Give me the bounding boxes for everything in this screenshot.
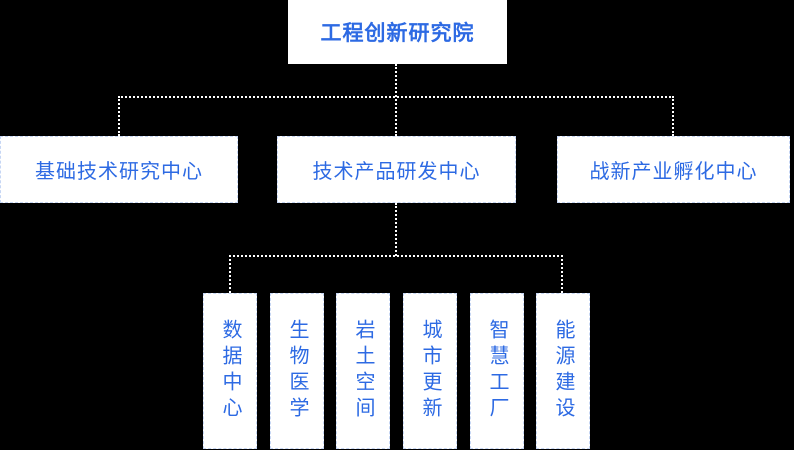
org-node-dept-label: 城市更新: [419, 319, 441, 423]
org-node-dept-data-center: 数据中心: [203, 293, 257, 449]
connector-departments-left-stub: [229, 255, 231, 293]
org-node-dept-label: 生物医学: [286, 319, 308, 423]
connector-centers-horizontal: [118, 96, 674, 98]
connector-root-vertical: [395, 64, 397, 136]
org-node-center-incubation: 战新产业孵化中心: [557, 136, 790, 203]
org-node-center-label: 技术产品研发中心: [312, 161, 481, 183]
org-node-root: 工程创新研究院: [288, 0, 507, 64]
connector-centers-left-stub: [118, 96, 120, 136]
org-node-dept-biomedicine: 生物医学: [270, 293, 324, 449]
org-node-dept-urban-renewal: 城市更新: [403, 293, 457, 449]
org-node-center-basic-tech: 基础技术研究中心: [0, 136, 238, 203]
org-node-dept-label: 岩土空间: [352, 319, 374, 423]
connector-departments-right-stub: [561, 255, 563, 293]
connector-middle-vertical: [395, 203, 397, 256]
org-node-dept-label: 智慧工厂: [486, 319, 508, 423]
org-node-center-product-rd: 技术产品研发中心: [277, 136, 516, 203]
connector-centers-right-stub: [672, 96, 674, 136]
org-node-dept-smart-factory: 智慧工厂: [470, 293, 524, 449]
org-node-center-label: 基础技术研究中心: [35, 161, 203, 183]
org-node-dept-label: 数据中心: [219, 319, 241, 423]
org-node-root-label: 工程创新研究院: [320, 22, 475, 45]
org-node-dept-geotechnical-space: 岩土空间: [336, 293, 390, 449]
org-node-dept-energy-construction: 能源建设: [536, 293, 590, 449]
connector-departments-horizontal: [229, 255, 563, 257]
org-node-center-label: 战新产业孵化中心: [589, 161, 758, 183]
org-node-dept-label: 能源建设: [552, 319, 574, 423]
